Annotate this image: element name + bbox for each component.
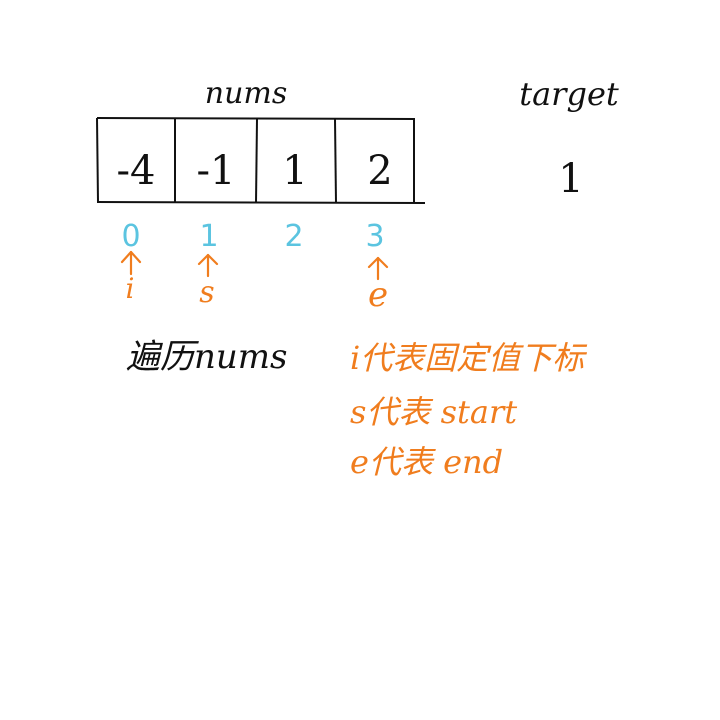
array-bottom-border: [96, 201, 426, 204]
array-cell-3: 2: [367, 148, 392, 194]
array-box: [96, 117, 426, 204]
caption-traverse: 遍历nums: [126, 337, 288, 377]
note-e-end: e代表 end: [350, 443, 504, 481]
cell-divider-2: [255, 118, 258, 204]
pointer-label-s: s: [199, 275, 214, 310]
array-top-border: [96, 117, 416, 120]
note-i-fixed-index: i代表固定值下标: [350, 339, 585, 377]
array-cell-0: -4: [117, 148, 156, 194]
pointer-label-e: e: [368, 275, 388, 315]
pointer-label-i: i: [126, 272, 135, 305]
target-label: target: [519, 75, 619, 113]
pointer-arrow-s: [197, 253, 219, 278]
cell-divider-3: [334, 118, 337, 204]
array-cell-1: -1: [197, 148, 236, 194]
index-label-2: 2: [284, 219, 303, 254]
note-s-start: s代表 start: [350, 393, 518, 431]
index-label-0: 0: [121, 219, 140, 254]
array-label: nums: [205, 76, 288, 111]
pointer-arrow-e: [367, 256, 389, 281]
array-left-border: [96, 117, 99, 203]
index-label-1: 1: [199, 219, 218, 254]
index-label-3: 3: [365, 219, 384, 254]
array-cell-2: 1: [282, 148, 307, 194]
target-value: 1: [558, 156, 583, 202]
pointer-arrow-i: [120, 250, 142, 276]
